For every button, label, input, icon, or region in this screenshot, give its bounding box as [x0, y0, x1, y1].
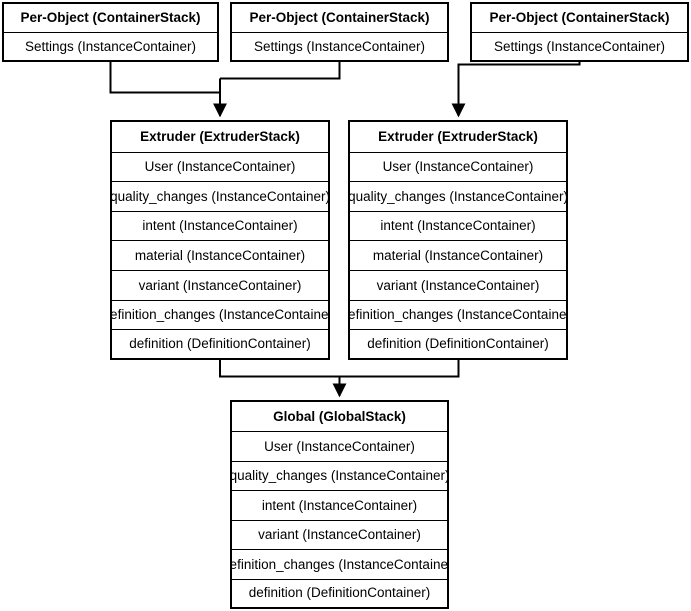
- node-row: variant (InstanceContainer): [232, 519, 447, 549]
- node-row: definition_changes (InstanceContainer): [350, 299, 566, 330]
- node-row: intent (InstanceContainer): [232, 490, 447, 519]
- node-row: quality_changes (InstanceContainer): [350, 181, 566, 211]
- node-header: Global (GlobalStack): [273, 408, 406, 424]
- node-global[interactable]: Global (GlobalStack) User (InstanceContai…: [230, 400, 449, 609]
- node-header: Per-Object (ContainerStack): [489, 10, 670, 26]
- edge-perobject2-to-extruder1: [220, 62, 341, 80]
- node-row: material (InstanceContainer): [350, 240, 566, 270]
- node-per-object-1[interactable]: Per-Object (ContainerStack) Settings (Ins…: [2, 2, 219, 62]
- node-row: Settings (InstanceContainer): [232, 32, 447, 60]
- edge-extruder1-to-global: [219, 360, 340, 378]
- node-per-object-3[interactable]: Per-Object (ContainerStack) Settings (Ins…: [470, 2, 689, 62]
- node-extruder-1[interactable]: Extruder (ExtruderStack) User (InstanceCo…: [110, 120, 330, 360]
- node-row: intent (InstanceContainer): [112, 210, 328, 241]
- node-row: material (InstanceContainer): [112, 240, 328, 270]
- node-row: User (InstanceContainer): [232, 431, 447, 460]
- node-per-object-2[interactable]: Per-Object (ContainerStack) Settings (Ins…: [230, 2, 449, 62]
- node-row: User (InstanceContainer): [350, 151, 566, 182]
- node-extruder-2[interactable]: Extruder (ExtruderStack) User (InstanceCo…: [348, 120, 568, 360]
- node-row: definition_changes (InstanceContainer): [112, 299, 328, 330]
- node-header: Extruder (ExtruderStack): [140, 129, 300, 145]
- node-row: Settings (InstanceContainer): [472, 32, 687, 60]
- node-row: definition (DefinitionContainer): [112, 329, 328, 358]
- node-row: User (InstanceContainer): [112, 151, 328, 182]
- node-row: variant (InstanceContainer): [350, 270, 566, 300]
- node-row: quality_changes (InstanceContainer): [112, 181, 328, 211]
- node-row: definition_changes (InstanceContainer): [232, 549, 447, 578]
- edge-perobject3-to-extruder2: [451, 62, 581, 118]
- node-row: definition (DefinitionContainer): [350, 329, 566, 358]
- node-row: Settings (InstanceContainer): [4, 32, 217, 60]
- node-header: Per-Object (ContainerStack): [249, 10, 430, 26]
- edge-perobject1-to-extruder1: [109, 62, 220, 94]
- edge-extruder2-to-global: [339, 360, 460, 378]
- node-header: Per-Object (ContainerStack): [20, 10, 201, 26]
- node-row: definition (DefinitionContainer): [232, 578, 447, 607]
- node-row: quality_changes (InstanceContainer): [232, 460, 447, 490]
- node-header: Extruder (ExtruderStack): [378, 129, 538, 145]
- node-row: intent (InstanceContainer): [350, 210, 566, 241]
- node-row: variant (InstanceContainer): [112, 270, 328, 300]
